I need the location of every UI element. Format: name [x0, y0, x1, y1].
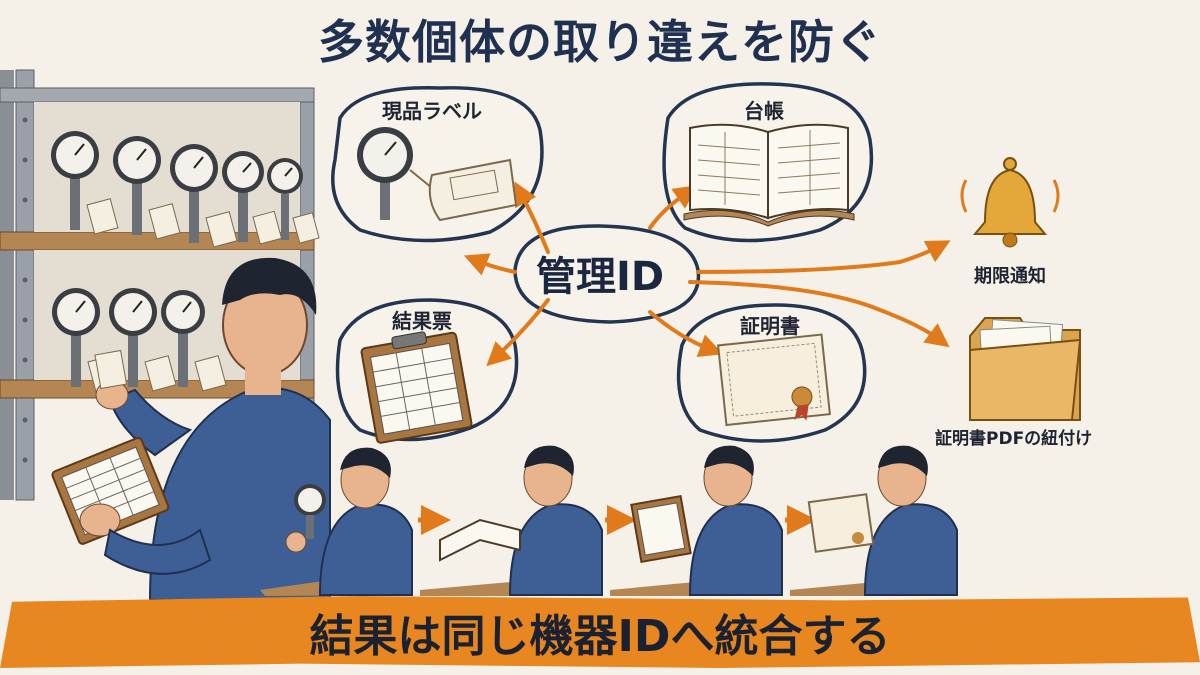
step-4-certificate [790, 445, 958, 596]
folder-icon [969, 317, 1082, 421]
step-3-result-sheet [610, 445, 783, 596]
page-title: 多数個体の取り違えを防ぐ [318, 15, 882, 69]
step-2-ledger [420, 445, 603, 596]
ledger-node-text: 台帳 [744, 99, 784, 123]
result-sheet-node-text: 結果票 [392, 309, 452, 333]
pdf-node-text: 証明書PDFの紐付け [935, 429, 1093, 449]
workflow-sequence [260, 445, 958, 596]
worker-illustration [51, 257, 331, 601]
deadline-node-text: 期限通知 [974, 266, 1046, 287]
gauge-with-tag-icon [357, 127, 518, 222]
bottom-banner [0, 596, 1200, 668]
label-node-text: 現品ラベル [382, 99, 482, 123]
ledger-book-icon [683, 123, 855, 227]
bell-icon [960, 157, 1060, 248]
hub-label: 管理ID [535, 254, 665, 300]
step-1-inspect-gauge [260, 447, 413, 596]
connector-arrows [463, 181, 951, 367]
certificate-node-text: 証明書 [740, 314, 800, 338]
result-sheet-clipboard-icon [360, 331, 473, 444]
gauge-icon [51, 131, 320, 392]
banner-text: 結果は同じ機器IDへ統合する [309, 611, 891, 662]
certificate-icon [716, 333, 831, 427]
